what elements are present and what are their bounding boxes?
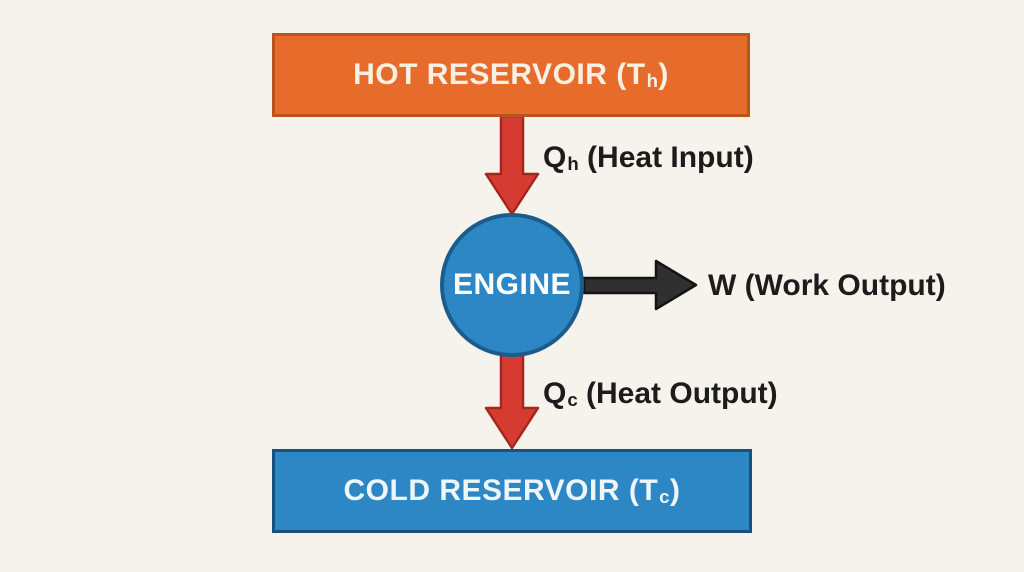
heat-output-text: (Heat Output)	[577, 377, 778, 410]
cold-reservoir-label-subscript: c	[659, 486, 670, 508]
heat-output-subscript: c	[567, 389, 578, 411]
heat-output-arrow-down-icon	[484, 348, 540, 450]
cold-reservoir-label: COLD RESERVOIR (Tc)	[343, 474, 681, 508]
hot-reservoir-label-text: HOT RESERVOIR (T	[353, 58, 646, 91]
cold-reservoir-label-suffix: )	[669, 474, 681, 507]
hot-reservoir-label: HOT RESERVOIR (Th)	[353, 58, 669, 92]
work-output-text: W (Work Output)	[708, 269, 946, 302]
heat-input-label: Qh (Heat Input)	[543, 141, 754, 175]
hot-reservoir-label-suffix: )	[658, 58, 669, 91]
hot-reservoir-label-subscript: h	[646, 70, 659, 92]
heat-output-symbol: Q	[543, 377, 567, 410]
engine-circle: ENGINE	[440, 213, 584, 357]
heat-output-label: Qc (Heat Output)	[543, 377, 778, 411]
heat-input-subscript: h	[567, 153, 579, 175]
work-output-arrow-right-icon	[582, 259, 698, 311]
hot-reservoir-box: HOT RESERVOIR (Th)	[272, 33, 750, 117]
heat-input-symbol: Q	[543, 141, 567, 174]
work-output-label: W (Work Output)	[708, 271, 946, 301]
heat-input-text: (Heat Input)	[578, 141, 754, 174]
engine-label: ENGINE	[452, 268, 572, 301]
heat-input-arrow-down-icon	[484, 114, 540, 216]
cold-reservoir-box: COLD RESERVOIR (Tc)	[272, 449, 752, 533]
cold-reservoir-label-text: COLD RESERVOIR (T	[343, 474, 659, 507]
